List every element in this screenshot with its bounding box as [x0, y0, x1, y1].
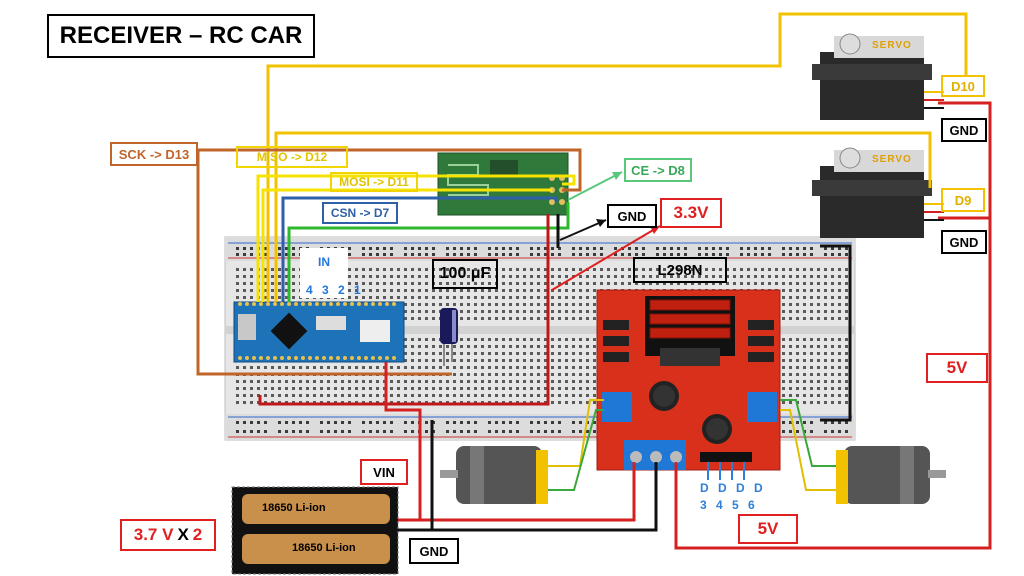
servo1-gnd-label: GND: [941, 118, 987, 142]
motor-left: [440, 446, 548, 504]
v5-right-label: 5V: [926, 353, 988, 383]
v5-bottom-label: 5V: [738, 514, 798, 544]
miso-label: MISO -> D12: [236, 146, 348, 168]
wires: [196, 12, 992, 550]
servo-top: [812, 33, 932, 120]
in-header-label: IN: [318, 255, 330, 269]
in-header-numbers: 4 3 2 1: [306, 283, 364, 297]
rf-module: [437, 152, 569, 216]
servo1-pin-label: D10: [941, 75, 985, 97]
cell-1-label: 18650 Li-ion: [262, 502, 326, 514]
v33-label: 3.3V: [660, 198, 722, 228]
driver-label: L298N: [633, 257, 727, 283]
battery-voltage: 3.7 V: [133, 525, 174, 544]
battery-pack: [231, 486, 399, 575]
page-title: RECEIVER – RC CAR: [47, 14, 315, 58]
nano-pins: [238, 302, 396, 360]
arduino-nano: [233, 301, 405, 363]
in-header-box: [300, 248, 348, 298]
sck-label: SCK -> D13: [110, 142, 198, 166]
battery-times: X: [177, 525, 189, 544]
d-pin-letters: D D D D: [700, 481, 766, 495]
mosi-label: MOSI -> D11: [330, 172, 418, 192]
cell-2-label: 18650 Li-ion: [292, 542, 356, 554]
battery-label: 3.7 V X 2: [120, 519, 216, 551]
ce-label: CE -> D8: [624, 158, 692, 182]
servo-bottom: [812, 147, 932, 238]
servo2-gnd-label: GND: [941, 230, 987, 254]
l298n-driver: [596, 289, 781, 471]
capacitor-label: 100 μF: [432, 259, 498, 289]
bottom-gnd-label: GND: [409, 538, 459, 564]
servo2-pin-label: D9: [941, 188, 985, 212]
d-pin-numbers: 3 4 5 6: [700, 498, 758, 512]
vin-label: VIN: [360, 459, 408, 485]
csn-label: CSN -> D7: [322, 202, 398, 224]
rf-gnd-label: GND: [607, 204, 657, 228]
battery-count: 2: [192, 525, 203, 544]
motor-right: [836, 446, 946, 504]
capacitor: [440, 308, 458, 366]
servo-top-brand: SERVO: [872, 40, 912, 51]
servo-bottom-brand: SERVO: [872, 154, 912, 165]
callout-arrows: [551, 171, 661, 291]
